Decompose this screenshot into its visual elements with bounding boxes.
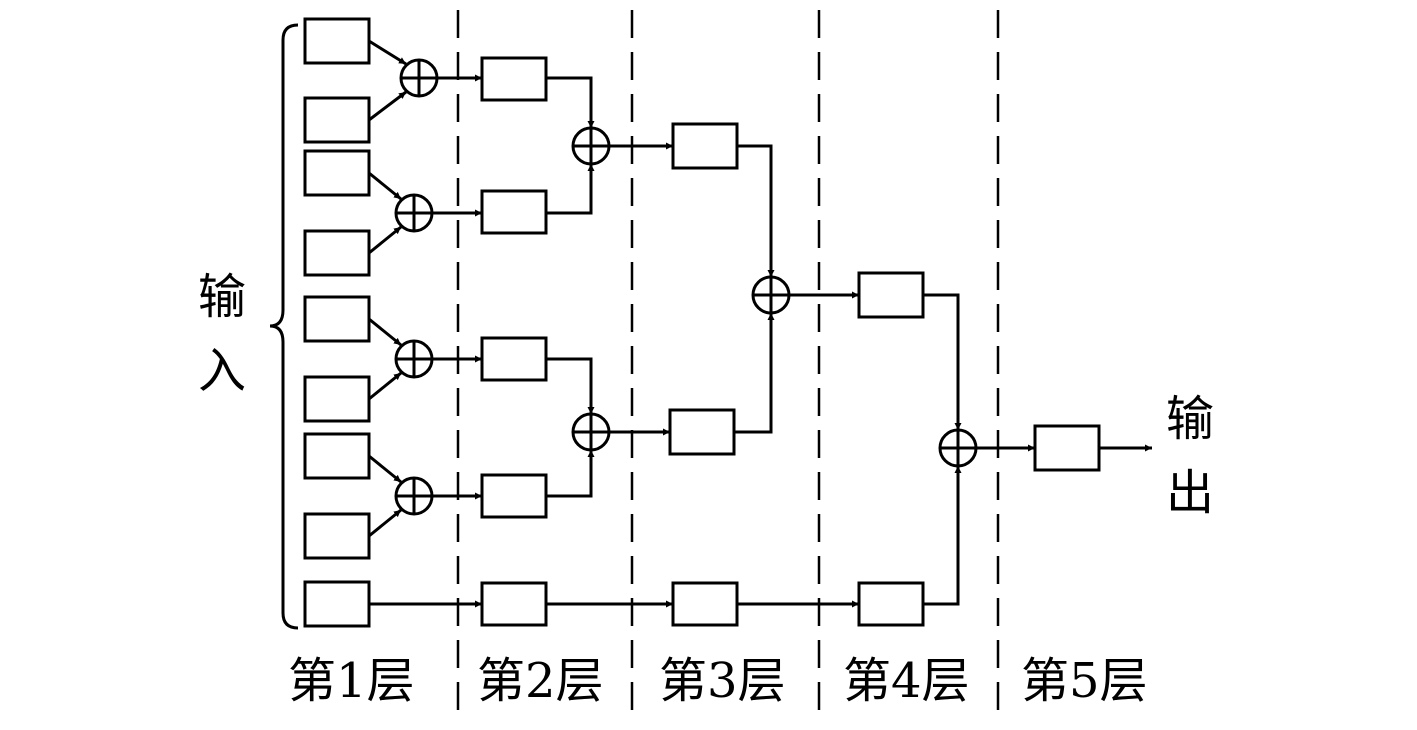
output-label-char-1: 输 xyxy=(1165,391,1214,447)
input-label: 输 入 xyxy=(192,260,252,408)
adder-l2-2 xyxy=(571,412,611,452)
connections xyxy=(368,39,1152,608)
adder-l4-1 xyxy=(938,428,978,468)
layer4-register-1 xyxy=(857,271,925,319)
input-register-2 xyxy=(303,96,371,144)
layer-label-4: 第4层 xyxy=(843,653,970,709)
layer2-register-5 xyxy=(480,581,548,627)
layer-separators xyxy=(456,10,1000,715)
input-register-9 xyxy=(303,580,371,628)
adder-l2-1 xyxy=(571,126,611,166)
input-register-6 xyxy=(303,375,371,423)
output-label: 输 出 xyxy=(1160,382,1220,530)
input-register-3 xyxy=(303,149,371,197)
layer4-register-2 xyxy=(857,581,925,627)
layer2-register-1 xyxy=(480,56,548,102)
adder-l1-3 xyxy=(394,339,434,379)
layer-label-2: 第2层 xyxy=(477,653,604,709)
input-brace xyxy=(269,23,299,630)
layer3-register-2 xyxy=(668,408,736,456)
adder-l3-1 xyxy=(751,275,791,315)
adder-l1-1 xyxy=(399,58,439,98)
input-register-1 xyxy=(303,17,371,65)
adder-l1-4 xyxy=(394,476,434,516)
adder-l1-2 xyxy=(394,193,434,233)
layer2-register-3 xyxy=(480,336,548,382)
input-register-7 xyxy=(303,432,371,480)
layer-label-5: 第5层 xyxy=(1021,653,1148,709)
layer3-register-3 xyxy=(671,581,739,627)
layer3-register-1 xyxy=(671,122,739,170)
layer-label-1: 第1层 xyxy=(288,653,415,709)
input-register-8 xyxy=(303,512,371,560)
output-label-char-2: 出 xyxy=(1165,465,1214,521)
output-register xyxy=(1033,424,1101,472)
input-register-5 xyxy=(303,295,371,343)
layer2-register-4 xyxy=(480,473,548,519)
layer2-register-2 xyxy=(480,189,548,235)
input-label-char-2: 入 xyxy=(197,343,246,399)
input-label-char-1: 输 xyxy=(197,269,246,325)
layer-label-3: 第3层 xyxy=(659,653,786,709)
input-register-4 xyxy=(303,229,371,277)
